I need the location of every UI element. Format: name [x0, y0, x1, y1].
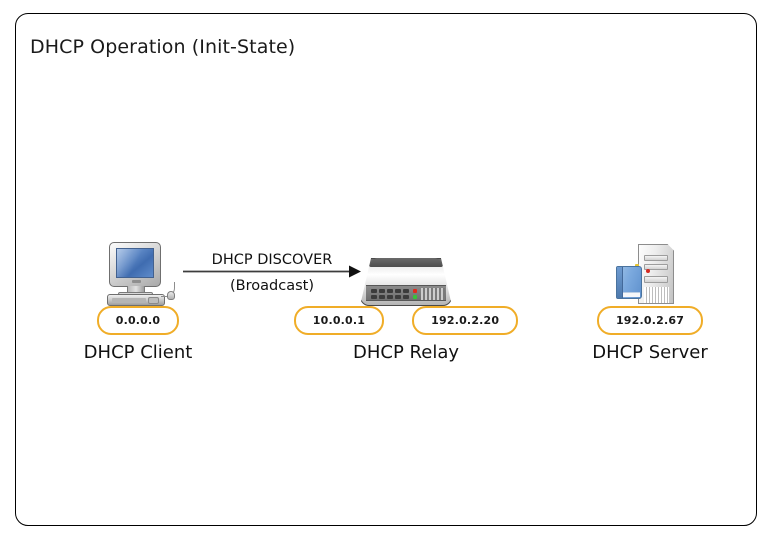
- server-address-badges: 192.0.2.67: [580, 306, 720, 335]
- mouse-icon: [167, 291, 175, 300]
- client-address-badges: 0.0.0.0: [64, 306, 212, 335]
- node-label-server: DHCP Server: [592, 342, 708, 363]
- keyboard-icon: [107, 294, 165, 306]
- server-vent-grille: [644, 287, 669, 303]
- switch-port: [395, 295, 401, 299]
- relay-icon-area: [290, 236, 522, 306]
- node-dhcp-relay[interactable]: 10.0.0.1 192.0.2.20 DHCP Relay: [290, 236, 522, 362]
- server-chassis: [638, 244, 674, 304]
- switch-front-panel: [366, 285, 446, 301]
- switch-port: [379, 289, 385, 293]
- client-icon-area: [64, 236, 212, 306]
- monitor-screen: [116, 248, 154, 278]
- flow-discover: DHCP DISCOVER (Broadcast): [183, 252, 361, 304]
- node-dhcp-server[interactable]: 192.0.2.67 DHCP Server: [580, 236, 720, 362]
- switch-port-array: [371, 289, 409, 299]
- switch-status-leds: [413, 289, 417, 299]
- network-switch-icon: [360, 258, 452, 306]
- relay-address-badges: 10.0.0.1 192.0.2.20: [290, 306, 522, 335]
- switch-port: [379, 295, 385, 299]
- server-power-led: [646, 269, 650, 273]
- flow-label-secondary: (Broadcast): [230, 278, 314, 294]
- switch-port: [395, 289, 401, 293]
- monitor-power-led: [132, 280, 141, 283]
- switch-top-face: [370, 258, 442, 267]
- status-led-green: [413, 295, 417, 299]
- server-tower-icon: [614, 244, 686, 306]
- page-title: DHCP Operation (Init-State): [30, 36, 296, 58]
- node-label-client: DHCP Client: [83, 342, 193, 363]
- node-label-relay: DHCP Relay: [353, 342, 459, 363]
- server-drive-bay: [644, 264, 668, 270]
- switch-port: [403, 295, 409, 299]
- switch-port: [403, 289, 409, 293]
- server-icon-area: [580, 236, 720, 306]
- address-badge[interactable]: 192.0.2.67: [596, 306, 704, 335]
- server-book-icon: [616, 266, 642, 299]
- address-badge[interactable]: 192.0.2.20: [412, 306, 519, 335]
- desktop-computer-icon: [101, 242, 175, 306]
- status-led-red: [413, 289, 417, 293]
- flow-label-primary: DHCP DISCOVER: [211, 252, 333, 268]
- switch-port: [387, 289, 393, 293]
- server-drive-bay: [644, 255, 668, 261]
- switch-port: [387, 295, 393, 299]
- address-badge[interactable]: 10.0.0.1: [293, 306, 385, 335]
- switch-port: [371, 295, 377, 299]
- server-drive-bay: [644, 276, 668, 283]
- monitor-bezel: [109, 242, 161, 287]
- keyboard-trackpad: [148, 297, 159, 304]
- switch-port: [371, 289, 377, 293]
- keyboard-keys: [112, 298, 146, 303]
- book-pages: [623, 292, 640, 297]
- node-dhcp-client[interactable]: 0.0.0.0 DHCP Client: [64, 236, 212, 362]
- flow-arrow-icon: [183, 265, 361, 278]
- switch-vent-grille: [421, 288, 445, 300]
- monitor-neck: [127, 286, 145, 293]
- book-spine: [617, 267, 623, 298]
- address-badge[interactable]: 0.0.0.0: [96, 306, 180, 335]
